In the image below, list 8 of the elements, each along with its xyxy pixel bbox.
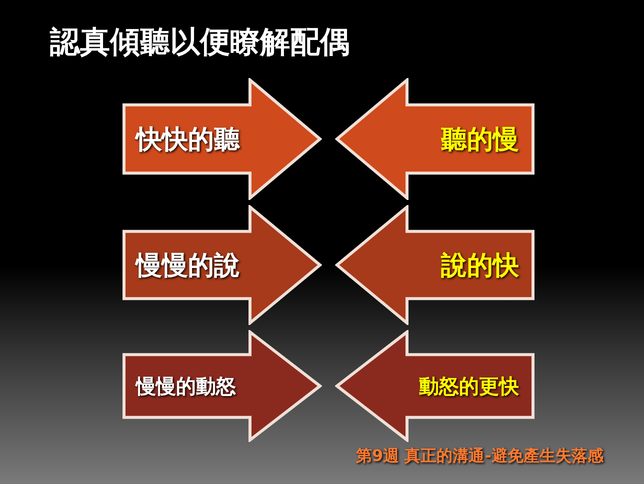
arrow-label: 慢慢的說 [136,250,240,284]
arrow-label: 說的快 [441,250,519,284]
footer-text: 第9週 真正的溝通-避免產生失落感 [356,446,604,467]
title: 認真傾聽以便瞭解配偶 [50,24,350,62]
arrow-label: 動怒的更快 [419,373,519,400]
arrow-label: 聽的慢 [441,124,519,158]
arrow-label: 慢慢的動怒 [136,373,236,400]
arrow-label: 快快的聽 [136,124,240,158]
